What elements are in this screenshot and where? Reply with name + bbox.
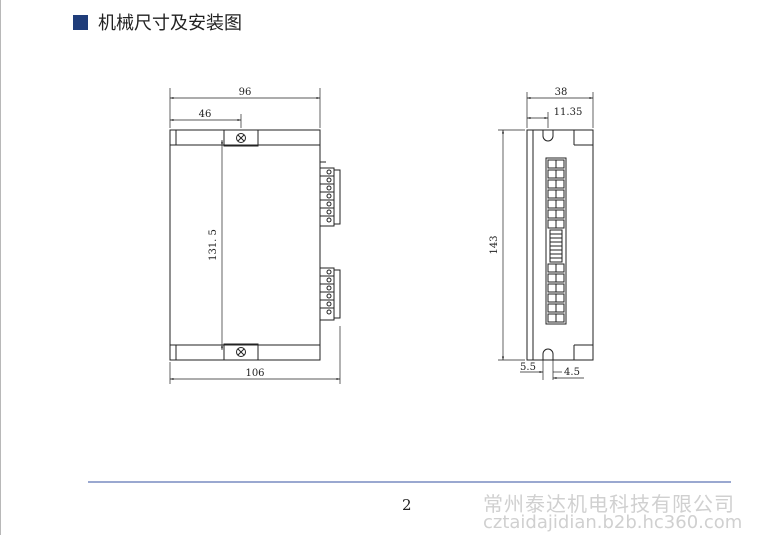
section-heading: 机械尺寸及安装图 bbox=[73, 10, 242, 34]
front-bottom-mount-hole bbox=[236, 347, 246, 357]
side-terminal-block bbox=[545, 157, 567, 325]
front-view bbox=[169, 88, 341, 384]
dim-label-hole-offset: 46 bbox=[199, 109, 212, 120]
screw-slot bbox=[237, 348, 245, 356]
screw-slot bbox=[237, 134, 245, 142]
heading-bullet-square bbox=[73, 14, 88, 30]
terminal-upper-row bbox=[547, 169, 565, 229]
mechanical-drawing: 96 46 131. 5 106 bbox=[169, 87, 594, 384]
footer-divider bbox=[88, 481, 731, 483]
side-bottom-slot bbox=[542, 348, 554, 360]
front-top-mount-hole bbox=[236, 133, 246, 143]
front-connector-lower bbox=[319, 267, 341, 321]
page-number: 2 bbox=[402, 496, 412, 514]
terminal-cell bbox=[555, 159, 565, 169]
page-left-border bbox=[0, 0, 1, 535]
dim-label-top-width: 96 bbox=[239, 87, 252, 98]
dim-label-bottom-width: 106 bbox=[245, 368, 264, 379]
front-top-mount-tab bbox=[223, 129, 259, 147]
dim-label-slot-depth: 4.5 bbox=[564, 367, 580, 378]
section-title: 机械尺寸及安装图 bbox=[98, 13, 242, 34]
front-bottom-mount-tab bbox=[223, 343, 259, 361]
dim-label-hole-spacing: 131. 5 bbox=[208, 229, 219, 261]
front-connector-upper bbox=[319, 167, 341, 227]
dim-label-slot-offset: 11.35 bbox=[554, 107, 583, 118]
terminal-cell bbox=[547, 159, 557, 169]
dim-label-slot-width: 5.5 bbox=[520, 362, 536, 373]
side-view bbox=[498, 92, 594, 380]
front-body-outline bbox=[169, 129, 321, 361]
side-body-outline bbox=[526, 129, 594, 361]
dim-label-side-width: 38 bbox=[555, 87, 568, 98]
dim-label-side-height: 143 bbox=[489, 235, 500, 254]
watermark-company: 常州泰达机电科技有限公司 bbox=[483, 492, 735, 516]
terminal-lower-row bbox=[547, 263, 565, 323]
dip-switch-strip bbox=[549, 229, 563, 263]
watermark-url: cztaidajidian.b2b.hc360.com bbox=[483, 512, 743, 533]
side-top-slot bbox=[542, 130, 554, 142]
